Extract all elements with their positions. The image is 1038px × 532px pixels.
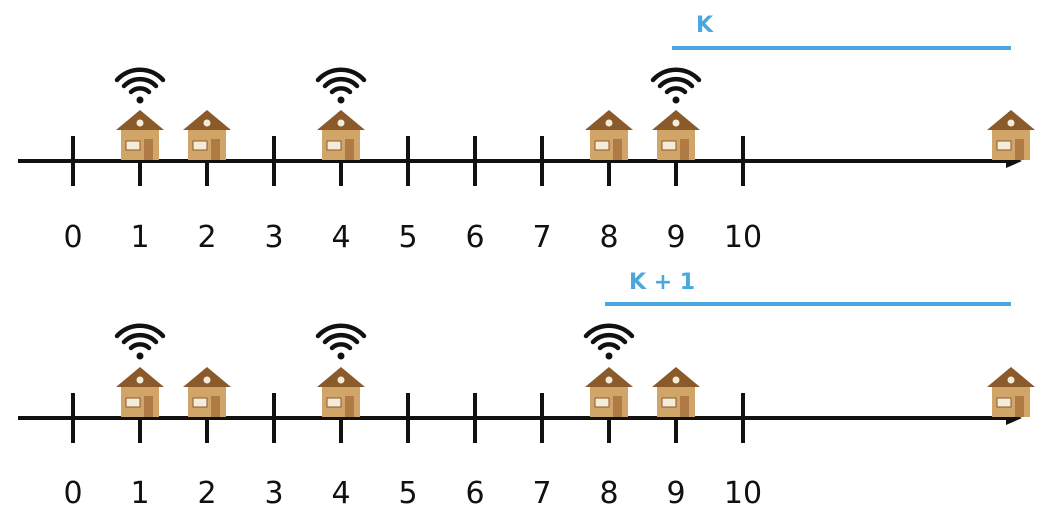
house-icon [584,366,634,418]
tick-label: 9 [666,476,685,511]
tick-label: 1 [130,476,149,511]
number-line-row-2: 0 1 2 3 4 5 6 7 8 9 10 K + 1 [18,270,1036,511]
coverage-range-label: K [696,13,714,38]
tick-label: 10 [724,220,762,255]
house-icon [316,366,366,418]
wifi-icon [318,70,364,104]
tick-label: 9 [666,220,685,255]
house-icon [986,366,1036,418]
tick-label: 8 [599,220,618,255]
wifi-icon [117,326,163,360]
wifi-icon [318,326,364,360]
tick-label: 6 [465,220,484,255]
number-line-row-1: 0 1 2 3 4 5 6 7 8 9 10 K [18,13,1036,255]
tick-label: 2 [197,476,216,511]
tick-label: 3 [264,476,283,511]
tick-label: 6 [465,476,484,511]
coverage-range-label: K + 1 [629,270,695,295]
house-icon [316,109,366,161]
tick-label: 8 [599,476,618,511]
house-icon [115,109,165,161]
tick-label: 3 [264,220,283,255]
tick-label: 7 [532,220,551,255]
house-icon [182,109,232,161]
tick-label: 5 [398,220,417,255]
house-icon [182,366,232,418]
wifi-icon [586,326,632,360]
tick-label: 2 [197,220,216,255]
house-icon [986,109,1036,161]
tick-label: 4 [331,220,350,255]
tick-label: 5 [398,476,417,511]
tick-label: 1 [130,220,149,255]
tick-label: 0 [63,220,82,255]
house-icon [584,109,634,161]
tick-label: 7 [532,476,551,511]
house-icon [651,366,701,418]
tick-label: 10 [724,476,762,511]
tick-label: 0 [63,476,82,511]
wifi-icon [653,70,699,104]
wifi-icon [117,70,163,104]
tick-label: 4 [331,476,350,511]
house-icon [651,109,701,161]
house-icon [115,366,165,418]
